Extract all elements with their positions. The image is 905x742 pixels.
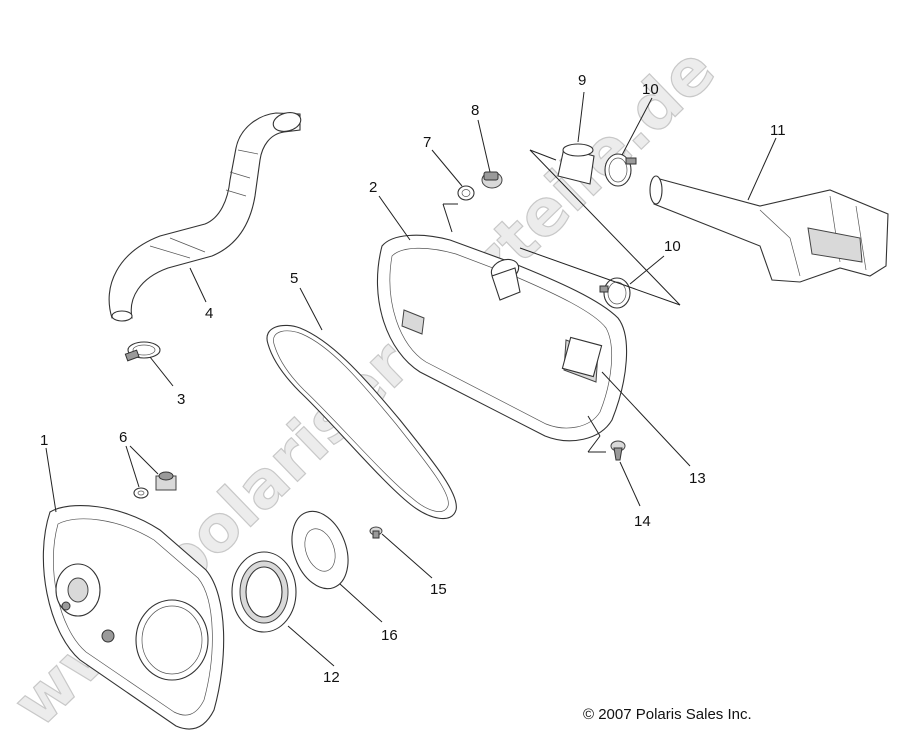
callout-15: 15: [430, 581, 447, 598]
callout-5: 5: [290, 270, 298, 287]
callout-6: 6: [119, 429, 127, 446]
part-4-duct-hose: [108, 112, 302, 322]
callout-12: 12: [323, 669, 340, 686]
part-12-seal: [231, 551, 297, 633]
callout-numbers: 1 2 3 4 5 6 7 8 9 10 10 11 12 13 14 15 1…: [40, 72, 786, 686]
callout-3: 3: [177, 391, 185, 408]
callout-10-lower: 10: [664, 238, 681, 255]
callout-1: 1: [40, 432, 48, 449]
part-6-bolt-washer: [133, 471, 177, 499]
copyright-notice: © 2007 Polaris Sales Inc.: [583, 706, 752, 723]
callout-7: 7: [423, 134, 431, 151]
part-3-hose-clamp: [124, 341, 161, 362]
part-8-drain-plug: [481, 171, 503, 189]
part-2-inner-clutch-cover: [376, 234, 628, 442]
part-7-o-ring: [457, 185, 475, 201]
part-9-duct-coupler: [557, 143, 595, 185]
part-10-clamp-lower: [599, 277, 631, 309]
leader-lines: [45, 91, 777, 667]
callout-10-upper: 10: [642, 81, 659, 98]
callout-13: 13: [689, 470, 706, 487]
callout-8: 8: [471, 102, 479, 119]
part-15-screw: [369, 526, 383, 539]
part-5-drive-belt: [266, 324, 457, 520]
callout-16: 16: [381, 627, 398, 644]
part-14-screw: [610, 440, 626, 461]
part-13-decal: [561, 336, 603, 378]
callout-4: 4: [205, 305, 213, 322]
part-16-plate: [291, 510, 349, 590]
part-10-clamp-upper: [604, 153, 637, 187]
callout-14: 14: [634, 513, 651, 530]
callout-9: 9: [578, 72, 586, 89]
part-11-intake-duct: [649, 175, 889, 283]
callout-2: 2: [369, 179, 377, 196]
part-1-outer-clutch-cover: [42, 505, 225, 730]
callout-11: 11: [770, 122, 786, 139]
